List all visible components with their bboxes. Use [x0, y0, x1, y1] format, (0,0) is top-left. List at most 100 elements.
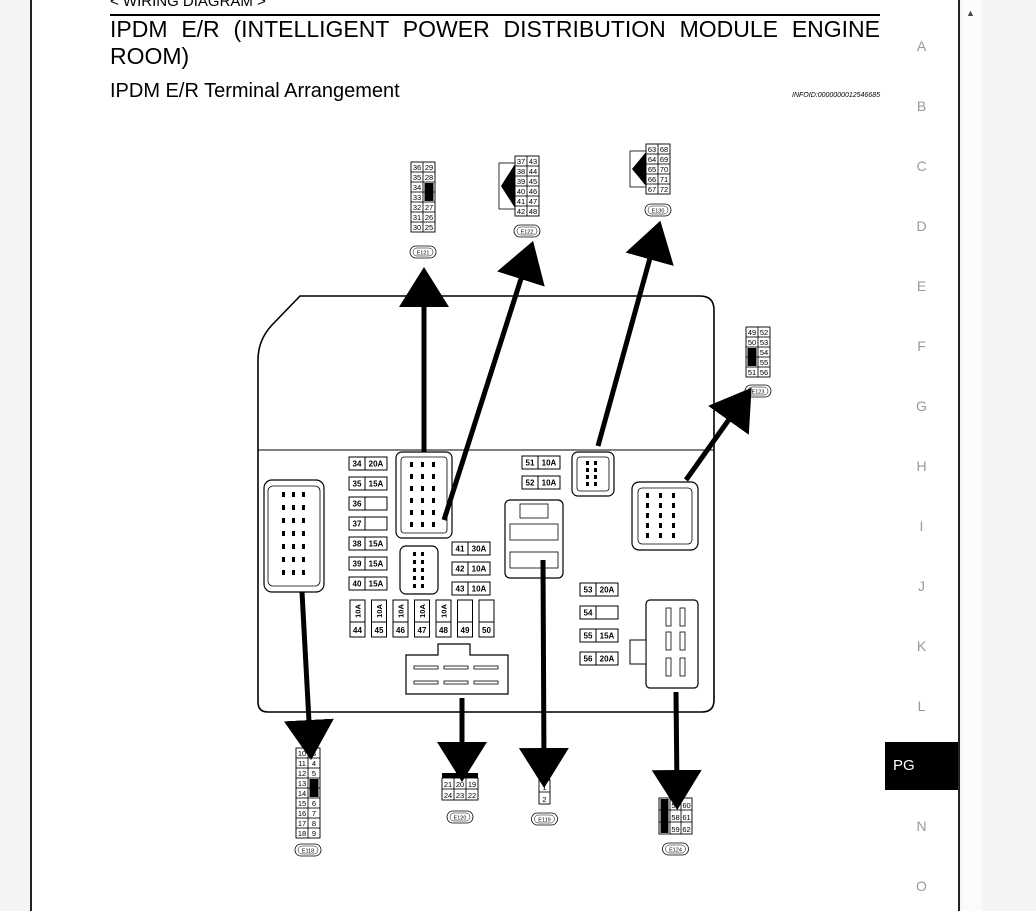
- fuse-number: 39: [353, 560, 362, 569]
- fuse-amperage: 15A: [600, 632, 615, 641]
- terminal-number: 3: [312, 749, 316, 758]
- sidenav-item-d[interactable]: D: [916, 218, 927, 234]
- terminal-number: 52: [760, 328, 768, 337]
- scroll-up-arrow-icon[interactable]: ▲: [966, 8, 975, 18]
- center-connector-housing: [395, 451, 453, 539]
- pin: [659, 513, 662, 518]
- terminal-number: 56: [760, 368, 768, 377]
- fuse-number: 44: [353, 626, 362, 635]
- fuse-amperage: 10A: [472, 565, 487, 574]
- terminal-number: 71: [660, 175, 668, 184]
- sidenav-item-a[interactable]: A: [916, 38, 927, 54]
- pin: [282, 505, 285, 510]
- fuse-number: 45: [375, 626, 384, 635]
- terminal-blank: [309, 779, 319, 797]
- sidenav-item-c[interactable]: C: [916, 158, 927, 174]
- connector-label-oval: [446, 810, 474, 824]
- e124-housing: [629, 599, 699, 689]
- sidenav-item-pg[interactable]: PG: [885, 742, 958, 790]
- connector-label: E121: [417, 250, 430, 256]
- connector-label: E122: [521, 229, 534, 235]
- sidenav-item-j[interactable]: J: [918, 578, 925, 594]
- pin: [594, 461, 597, 465]
- connector-label-oval: [662, 842, 689, 856]
- pin: [586, 482, 589, 486]
- pin: [432, 522, 435, 527]
- terminal-number: 11: [298, 759, 306, 768]
- fuse-44: 10A 44: [349, 599, 366, 638]
- terminal-number: 37: [517, 157, 525, 166]
- terminal-number: 47: [529, 197, 537, 206]
- terminal-number: 9: [312, 829, 316, 838]
- sidenav-item-b[interactable]: B: [916, 98, 927, 114]
- terminal-number: 38: [517, 167, 525, 176]
- pin: [302, 544, 305, 549]
- terminal-number: 40: [517, 187, 525, 196]
- terminal-number: 16: [298, 809, 306, 818]
- fuse-number: 47: [418, 626, 427, 635]
- scrollbar[interactable]: [962, 0, 982, 911]
- sidenav-item-l[interactable]: L: [917, 698, 926, 714]
- pin: [410, 498, 413, 503]
- pin: [646, 493, 649, 498]
- fuse-number: 56: [584, 655, 593, 664]
- terminal-number: 67: [648, 185, 656, 194]
- pin: [672, 503, 675, 508]
- sidenav-item-n[interactable]: N: [916, 818, 927, 834]
- terminal-number: 72: [660, 185, 668, 194]
- terminal-number: 64: [648, 155, 656, 164]
- pin: [282, 518, 285, 523]
- terminal-number: 28: [425, 173, 433, 182]
- terminal-number: 13: [298, 779, 306, 788]
- terminal-number: 30: [413, 223, 421, 232]
- terminal-number: 55: [760, 358, 768, 367]
- sidenav-item-i[interactable]: I: [919, 518, 924, 534]
- fuse-number: 52: [526, 479, 535, 488]
- sidenav-item-o[interactable]: O: [916, 878, 927, 894]
- fuse-number: 37: [353, 520, 362, 529]
- pin: [672, 513, 675, 518]
- fuse-amperage: 15A: [369, 480, 384, 489]
- left-connector-housing: [263, 479, 325, 593]
- fuse-number: 54: [584, 609, 593, 618]
- sidenav-item-h[interactable]: H: [916, 458, 927, 474]
- sidenav-item-f[interactable]: F: [917, 338, 926, 354]
- info-id: INFOID:0000000012546685: [792, 92, 880, 99]
- sidenav-item-e[interactable]: E: [916, 278, 927, 294]
- terminal-blank: [424, 183, 434, 201]
- pin: [646, 503, 649, 508]
- fuse-amperage: 10A: [354, 604, 363, 618]
- terminal-number: 44: [529, 167, 537, 176]
- connector-lock-bar: [539, 775, 550, 780]
- pin: [421, 576, 424, 580]
- terminal-cell: [465, 788, 479, 801]
- connector-key-arrow: [632, 152, 646, 186]
- e119-housing: [504, 499, 564, 579]
- terminal-number: 35: [413, 173, 421, 182]
- terminal-number: 50: [748, 338, 756, 347]
- pin: [413, 576, 416, 580]
- terminal-number: 23: [456, 791, 464, 800]
- fuse-number: 55: [584, 632, 593, 641]
- sidenav-item-k[interactable]: K: [916, 638, 927, 654]
- connector-label-oval: [531, 812, 558, 826]
- terminal-number: 62: [682, 825, 690, 834]
- pin: [410, 486, 413, 491]
- sidenav-item-g[interactable]: G: [916, 398, 927, 414]
- pin: [659, 533, 662, 538]
- fuse-amperage: 15A: [369, 580, 384, 589]
- terminal-number: 54: [760, 348, 768, 357]
- fuse-37: 37: [348, 516, 388, 531]
- terminal-number: 69: [660, 155, 668, 164]
- terminal-number: 61: [682, 813, 690, 822]
- fuse-amperage: 15A: [369, 540, 384, 549]
- pin: [659, 503, 662, 508]
